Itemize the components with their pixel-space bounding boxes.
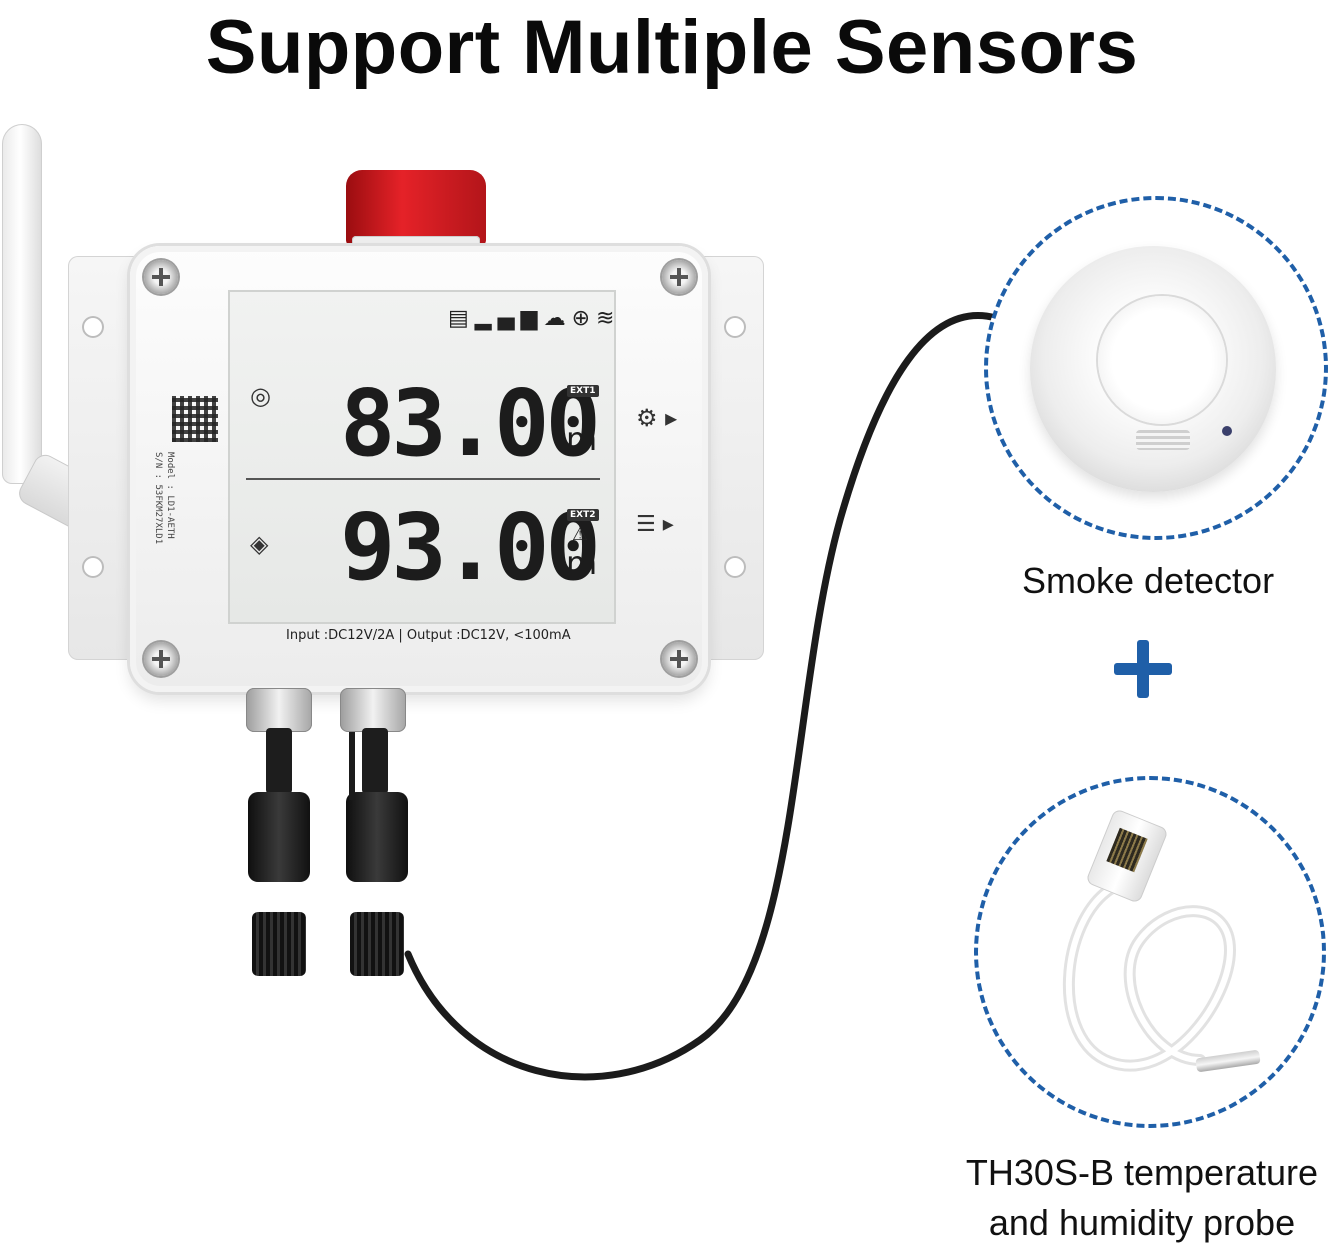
channel-1-icon: ◎ (250, 382, 271, 410)
smoke-detector-caption: Smoke detector (1021, 560, 1275, 601)
screw-icon (662, 642, 696, 676)
channel-1-reading: 83.00 (340, 370, 601, 477)
channel-1-unit: m (566, 420, 598, 458)
cloud-icon: ☁ (543, 306, 572, 331)
smoke-detector-vent (1136, 430, 1190, 450)
bracket-hole (82, 556, 104, 578)
power-rating-label: Input :DC12V/2A | Output :DC12V, <100mA (286, 628, 571, 643)
cable-right (362, 728, 388, 794)
cable-left (266, 728, 292, 794)
wifi-icon: ≋ (596, 306, 621, 331)
lcd-display (228, 290, 616, 624)
lcd-divider (246, 478, 600, 480)
connector-cap-left (252, 912, 306, 976)
cable-gland-right (340, 688, 406, 732)
gear-icon[interactable]: ⚙ ▸ (636, 404, 678, 432)
cable-gland-left (246, 688, 312, 732)
alarm-beacon (346, 170, 486, 246)
bracket-hole (724, 556, 746, 578)
antenna (2, 124, 42, 484)
globe-icon: ⊕ (571, 306, 596, 331)
warning-icon: ⚠ (572, 524, 589, 545)
channel-2-reading: 93.00 (340, 494, 601, 601)
bracket-hole (724, 316, 746, 338)
qr-code (172, 396, 218, 442)
connector-right (346, 792, 408, 882)
channel-2-icon: ◈ (250, 530, 269, 558)
probe-caption-line-2: and humidity probe (988, 1202, 1296, 1243)
probe-caption-line-1: TH30S-B temperature (965, 1152, 1319, 1193)
channel-2-badge: EXT2 (567, 509, 599, 521)
smoke-detector-led (1222, 426, 1232, 436)
screw-icon (144, 642, 178, 676)
connector-cap-right (350, 912, 404, 976)
channel-2-unit: m (566, 544, 598, 582)
connector-left (248, 792, 310, 882)
screw-icon (662, 260, 696, 294)
signal-bars-icon: ▂▄▆ (474, 306, 544, 331)
screw-icon (144, 260, 178, 294)
bracket-hole (82, 316, 104, 338)
sd-card-icon: ▤ (448, 306, 475, 331)
menu-list-icon[interactable]: ☰ ▸ (636, 512, 674, 537)
probe-caption: TH30S-B temperature and humidity probe (940, 1148, 1344, 1248)
plus-icon (1112, 638, 1174, 700)
channel-1-badge: EXT1 (567, 385, 599, 397)
page-title: Support Multiple Sensors (205, 5, 1139, 90)
smoke-detector-test-button (1098, 296, 1226, 424)
status-icons: ▤▂▄▆☁⊕≋ (448, 306, 620, 331)
